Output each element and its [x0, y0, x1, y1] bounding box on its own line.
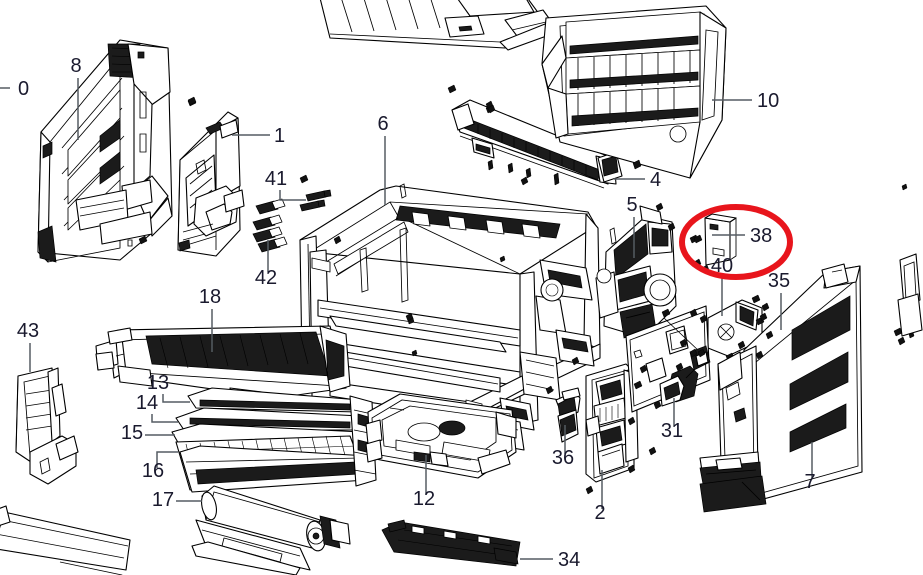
callout-label-18: 18	[199, 286, 221, 308]
callout-label-17: 17	[152, 489, 174, 511]
part-40-sensor-mount-board	[691, 294, 765, 362]
parts-13-16-guide-rib-stack	[171, 387, 377, 493]
part-1-inner-frame-plate	[177, 111, 245, 257]
callout-label-38: 38	[750, 225, 772, 247]
part-31-wire-harness-holder	[625, 305, 711, 413]
part-34-bottom-base-plate	[381, 519, 521, 567]
callout-label-10: 10	[757, 90, 779, 112]
callout-label-31: 31	[661, 420, 683, 442]
callout-label-12: 12	[413, 488, 435, 510]
scattered-fasteners	[187, 84, 915, 495]
part-right-edge-sliver	[897, 253, 923, 337]
callout-leader-line	[162, 394, 190, 403]
red-ellipse-highlight	[679, 204, 793, 280]
callout-label-43: 43	[17, 320, 39, 342]
callout-leader-line	[279, 190, 306, 201]
callout-label-36: 36	[552, 447, 574, 469]
callout-label-41: 41	[265, 168, 287, 190]
part-8-left-door-panel	[37, 39, 197, 263]
part-7-right-side-cover	[699, 263, 863, 513]
callout-label-16: 16	[142, 460, 164, 482]
part-4-transfer-roller-assembly	[451, 99, 643, 189]
part-bottom-left-tray-cutoff	[0, 505, 131, 575]
callout-label-1: 1	[274, 125, 285, 147]
callout-leader-line	[156, 451, 178, 468]
callout-label-6: 6	[377, 113, 388, 135]
callout-leader-line	[151, 414, 178, 423]
callout-label-4: 4	[650, 169, 661, 191]
callout-label-34: 34	[558, 549, 580, 571]
callout-label-2: 2	[594, 502, 605, 524]
callout-label-15: 15	[121, 422, 143, 444]
callout-label-35: 35	[768, 270, 790, 292]
part-43-corner-bracket	[15, 367, 79, 485]
part-12-laser-scanner-unit	[365, 393, 517, 479]
callout-label-0: 0	[18, 78, 29, 100]
part-42-bushing-clips	[252, 198, 288, 253]
part-17-fuser-roller	[191, 485, 351, 575]
callout-label-8: 8	[70, 55, 81, 77]
callout-label-5: 5	[626, 194, 637, 216]
part-41-pin-set	[299, 189, 332, 212]
callout-label-7: 7	[804, 471, 815, 493]
callout-label-40: 40	[711, 255, 733, 277]
part-10-rear-paper-guide-unit	[541, 5, 727, 179]
part-36-cable-retainer-clip	[555, 387, 581, 443]
callout-label-14: 14	[136, 392, 158, 414]
part-18-developer-unit	[95, 325, 351, 407]
callout-label-13: 13	[147, 372, 169, 394]
callout-label-42: 42	[255, 267, 277, 289]
part-top-tray-cutoff	[319, 0, 557, 51]
